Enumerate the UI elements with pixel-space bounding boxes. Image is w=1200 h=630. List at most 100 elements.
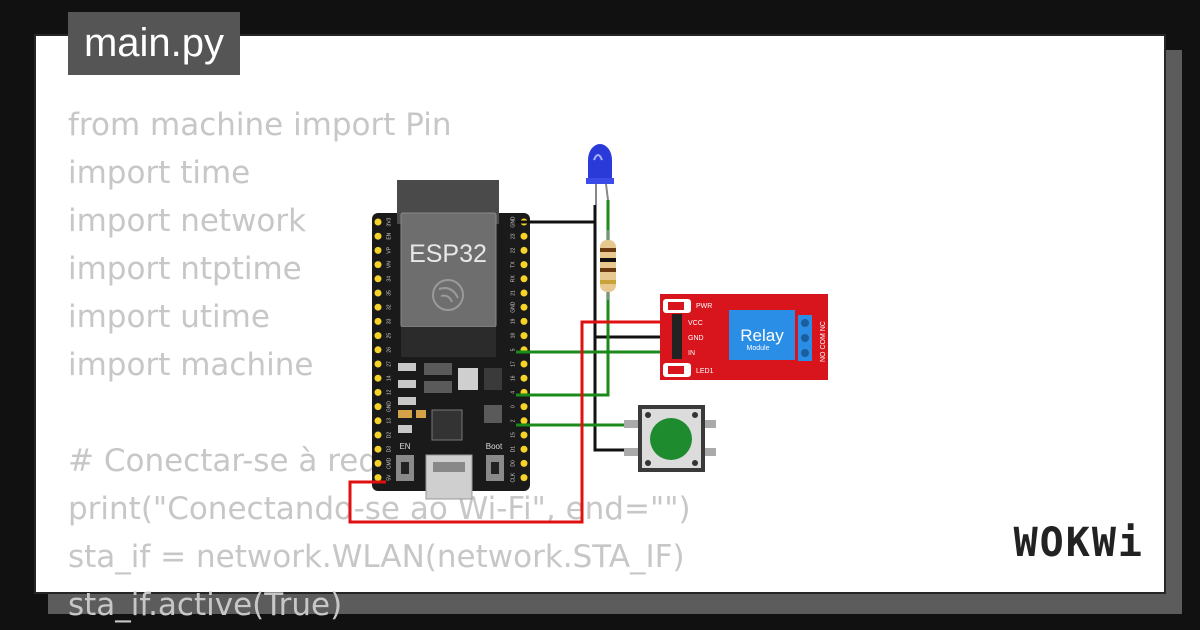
relay-pwr-label: PWR bbox=[696, 303, 712, 310]
pin[interactable] bbox=[520, 332, 528, 340]
left-pin-header: 3V3ENVPVN343532332526271412GND13D2D3CMD5… bbox=[374, 217, 392, 482]
pin-label: 4 bbox=[510, 391, 516, 394]
pin[interactable] bbox=[520, 374, 528, 382]
pin[interactable] bbox=[374, 445, 382, 453]
code-line: # Conectar-se à rede bbox=[68, 443, 398, 479]
pin[interactable] bbox=[374, 346, 382, 354]
pin-label: D1 bbox=[510, 446, 516, 453]
code-line: sta_if = network.WLAN(network.STA_IF) bbox=[68, 539, 685, 575]
pin[interactable] bbox=[520, 303, 528, 311]
esp32-label: ESP32 bbox=[409, 240, 487, 268]
pin[interactable] bbox=[374, 289, 382, 297]
code-line: from machine import Pin bbox=[68, 107, 452, 143]
relay-led-label: LED1 bbox=[696, 368, 714, 375]
pin[interactable] bbox=[520, 317, 528, 325]
pin-label: TX bbox=[510, 261, 516, 268]
pin[interactable] bbox=[374, 388, 382, 396]
relay-pin-gnd: GND bbox=[688, 335, 704, 342]
project-card bbox=[34, 34, 1166, 594]
pin[interactable] bbox=[374, 374, 382, 382]
en-label: EN bbox=[399, 442, 410, 451]
pin-label: 17 bbox=[510, 361, 516, 367]
pin-label: 27 bbox=[386, 361, 392, 367]
pin-label: 5V bbox=[386, 474, 392, 481]
pin-label: D2 bbox=[386, 432, 392, 439]
pin-label: 16 bbox=[510, 375, 516, 381]
pin-label: D3 bbox=[386, 446, 392, 453]
boot-label: Boot bbox=[486, 442, 503, 451]
resistor[interactable] bbox=[600, 230, 616, 300]
wires bbox=[348, 200, 664, 524]
wokwi-logo[interactable]: WOKWi bbox=[1013, 520, 1144, 566]
pin-label: GND bbox=[386, 401, 392, 413]
pin-label: 35 bbox=[386, 290, 392, 296]
pin-label: 25 bbox=[386, 333, 392, 339]
pin[interactable] bbox=[374, 459, 382, 467]
pin[interactable] bbox=[374, 275, 382, 283]
espressif-logo-icon bbox=[432, 279, 464, 311]
pin-label: RX bbox=[510, 275, 516, 283]
pin[interactable] bbox=[520, 445, 528, 453]
pin[interactable] bbox=[374, 474, 382, 482]
code-line: import network bbox=[68, 203, 307, 239]
pin[interactable] bbox=[374, 417, 382, 425]
code-line: import machine bbox=[68, 347, 314, 383]
pin[interactable] bbox=[374, 317, 382, 325]
pin[interactable] bbox=[374, 261, 382, 269]
pin[interactable] bbox=[520, 275, 528, 283]
pin-label: CMD bbox=[386, 457, 392, 469]
pin[interactable] bbox=[374, 246, 382, 254]
pin-label: 32 bbox=[386, 304, 392, 310]
pin-label: 12 bbox=[386, 389, 392, 395]
push-button[interactable] bbox=[624, 405, 716, 472]
pin[interactable] bbox=[374, 218, 382, 226]
esp32-board[interactable]: ESP32 EN Boot 3V3ENVPVN34353233252627141… bbox=[372, 180, 530, 500]
pin-label: 22 bbox=[510, 247, 516, 253]
file-tab-main-py[interactable]: main.py bbox=[68, 12, 240, 75]
pin-label: 15 bbox=[510, 432, 516, 438]
pin[interactable] bbox=[520, 289, 528, 297]
pin[interactable] bbox=[374, 332, 382, 340]
pin-label: EN bbox=[386, 232, 392, 239]
pin-label: 0 bbox=[510, 405, 516, 408]
relay-module[interactable]: PWR LED1 VCC GND IN Relay Module NO COM … bbox=[660, 294, 828, 380]
pin-label: VP bbox=[386, 246, 392, 253]
code-line: sta_if.active(True) bbox=[68, 587, 343, 623]
relay-pin-in: IN bbox=[688, 350, 695, 357]
code-line: import utime bbox=[68, 299, 270, 335]
usb-port-icon bbox=[425, 454, 473, 500]
pin[interactable] bbox=[520, 474, 528, 482]
code-line: import ntptime bbox=[68, 251, 302, 287]
pin[interactable] bbox=[374, 403, 382, 411]
pin-label: 33 bbox=[386, 318, 392, 324]
pin-label: 13 bbox=[386, 418, 392, 424]
pin-label: 19 bbox=[510, 318, 516, 324]
blue-led[interactable] bbox=[586, 144, 614, 205]
pin[interactable] bbox=[520, 232, 528, 240]
pin[interactable] bbox=[520, 417, 528, 425]
pin[interactable] bbox=[520, 261, 528, 269]
pin-label: 5 bbox=[510, 348, 516, 351]
relay-terminal-labels: NO COM NC bbox=[820, 321, 827, 362]
pin[interactable] bbox=[520, 246, 528, 254]
pin-label: VN bbox=[386, 261, 392, 268]
pin[interactable] bbox=[374, 232, 382, 240]
pin[interactable] bbox=[374, 360, 382, 368]
pin-label: GND bbox=[510, 216, 516, 228]
code-line: import time bbox=[68, 155, 251, 191]
pin-label: 3V3 bbox=[386, 217, 392, 226]
pin[interactable] bbox=[374, 431, 382, 439]
pin[interactable] bbox=[520, 360, 528, 368]
pin[interactable] bbox=[520, 431, 528, 439]
relay-title: Relay bbox=[740, 326, 784, 345]
pin-label: D0 bbox=[510, 460, 516, 467]
pin-label: 26 bbox=[386, 347, 392, 353]
pin[interactable] bbox=[520, 459, 528, 467]
pin-label: 21 bbox=[510, 290, 516, 296]
pin-label: 14 bbox=[386, 375, 392, 381]
pin[interactable] bbox=[520, 403, 528, 411]
pin[interactable] bbox=[374, 303, 382, 311]
pin-label: GND bbox=[510, 301, 516, 313]
code-preview: from machine import Pin import time import… bbox=[68, 101, 691, 629]
